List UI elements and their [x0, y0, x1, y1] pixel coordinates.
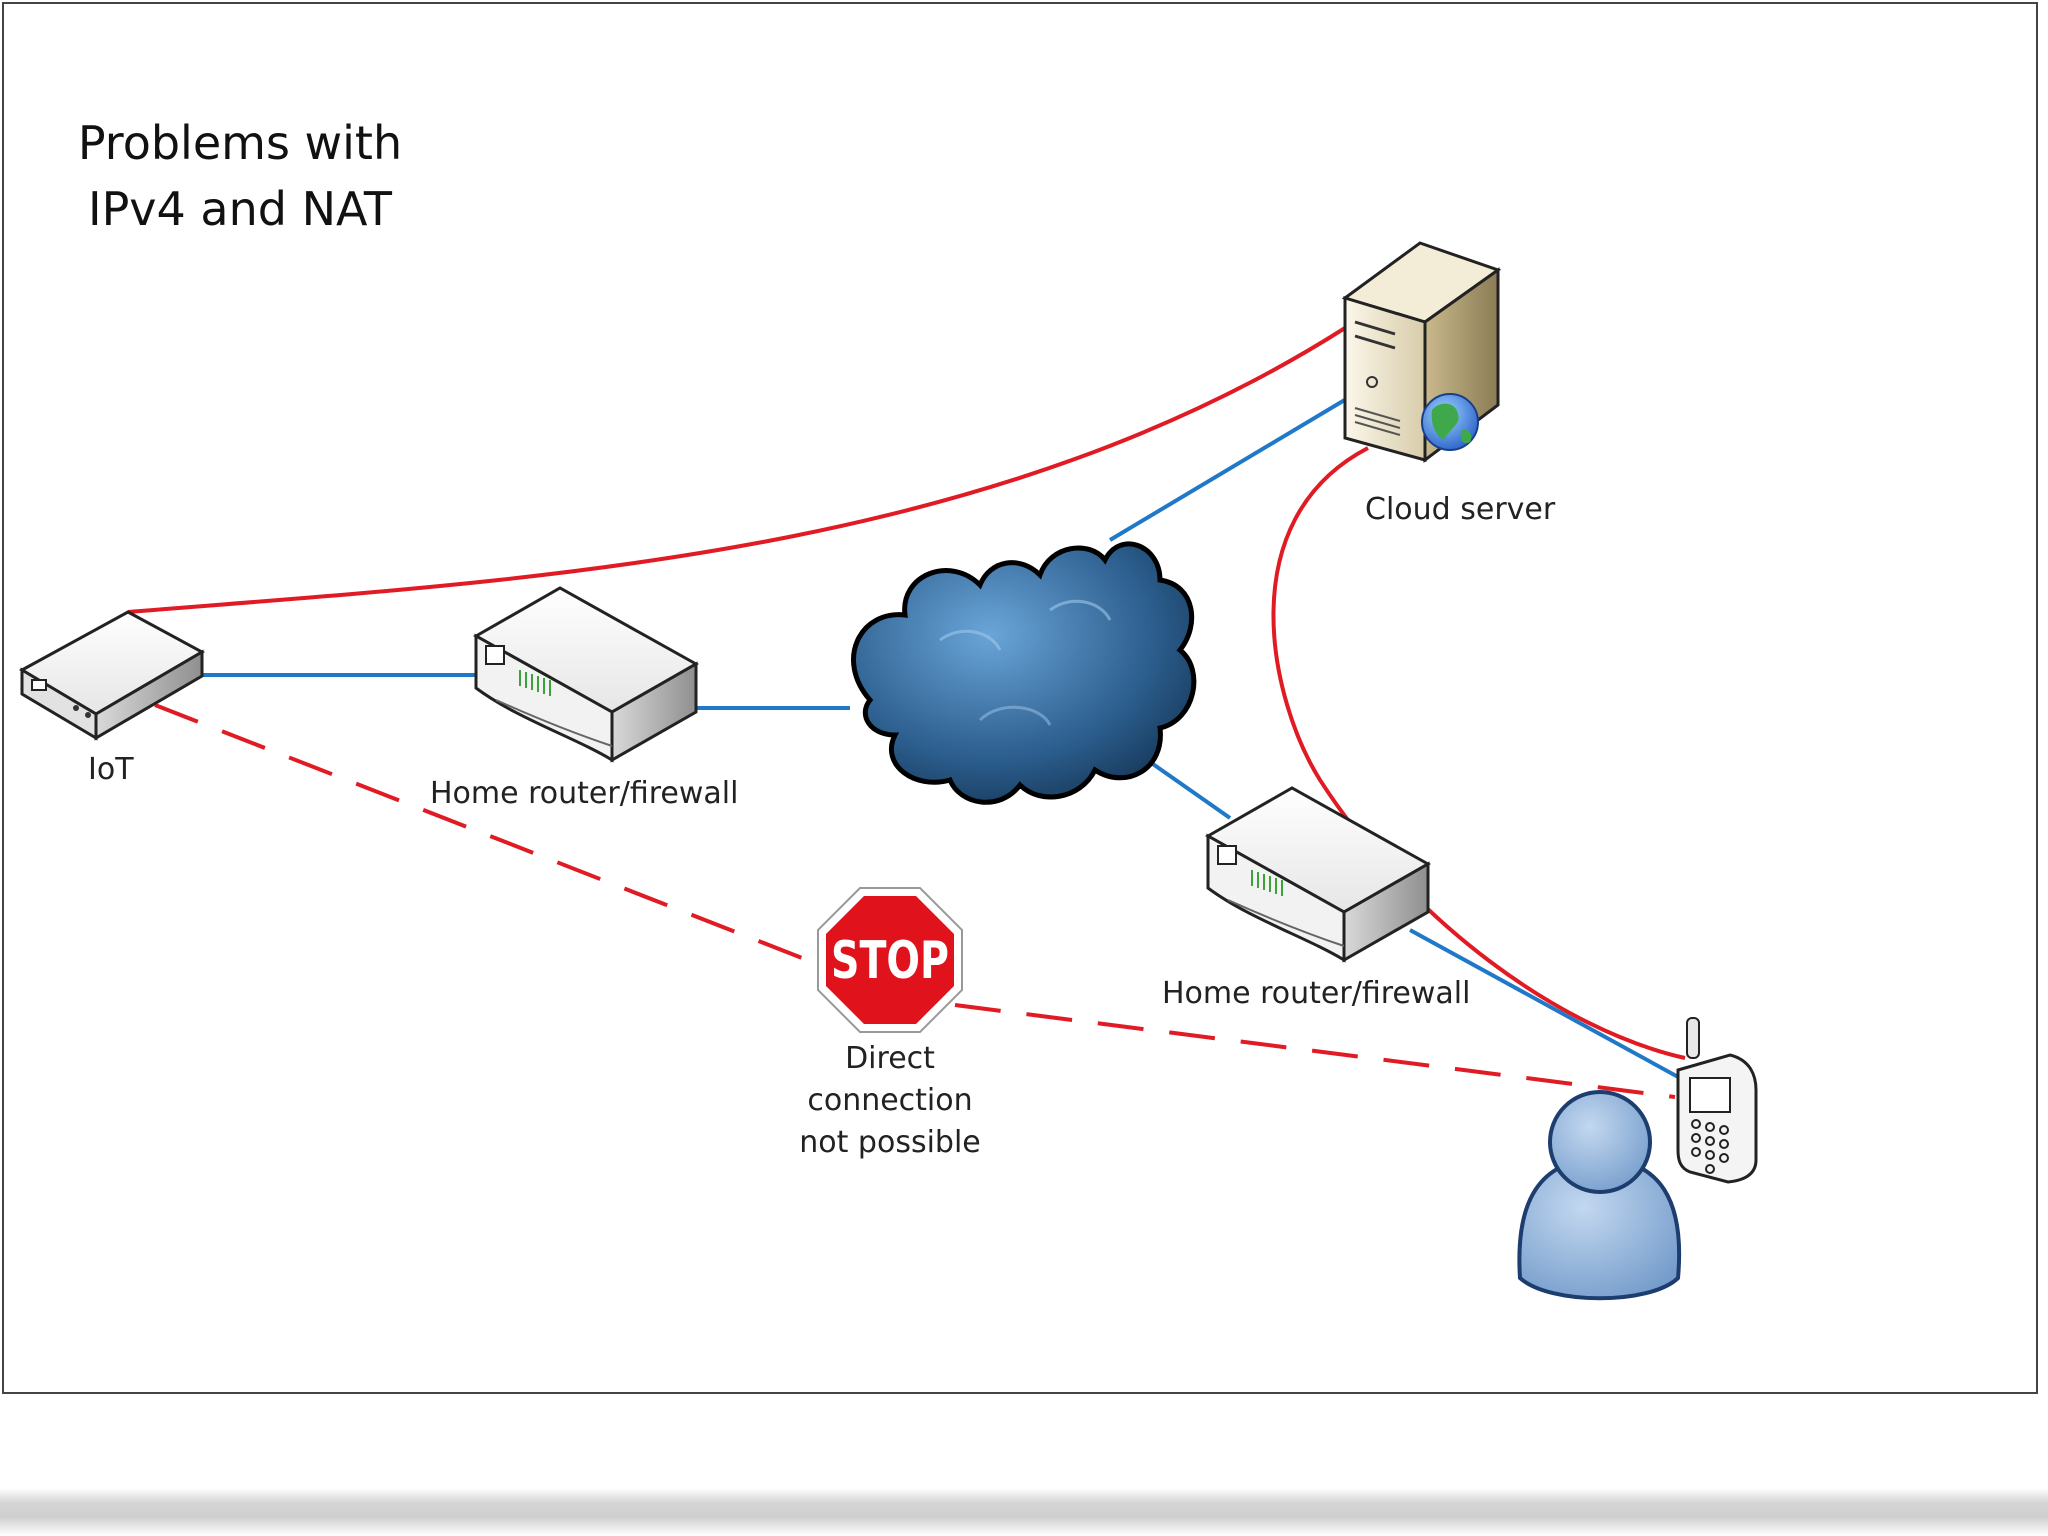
label-cloud-server: Cloud server [1365, 492, 1556, 527]
globe-icon [1421, 393, 1479, 451]
dashed-direct-link [154, 703, 1676, 1099]
red-link-server-phone [1271, 446, 1686, 1060]
router-icon-right [1204, 786, 1432, 963]
direct-line-1: Direct [845, 1041, 935, 1076]
title-line-1: Problems with [77, 116, 403, 170]
link-router2-phone [1409, 928, 1681, 1080]
title-line-2: IPv4 and NAT [88, 182, 392, 236]
label-router-right: Home router/firewall [1162, 976, 1471, 1011]
direct-line-3: not possible [799, 1125, 981, 1160]
link-cloud-server [1108, 396, 1350, 542]
mobile-phone-icon [1676, 1017, 1758, 1184]
internet-cloud-icon [851, 541, 1197, 805]
router-icon-left [472, 586, 700, 763]
label-direct-connection: Direct connection not possible [790, 1038, 990, 1164]
label-router-left: Home router/firewall [430, 776, 739, 811]
link-cloud-router2 [1138, 753, 1232, 820]
red-link-iot-server [127, 326, 1347, 614]
stop-sign-icon: STOP [817, 887, 963, 1033]
blue-links [200, 396, 1681, 1080]
label-iot: IoT [88, 752, 134, 787]
stop-sign-text: STOP [831, 931, 949, 991]
bottom-scroll-shadow [0, 1488, 2048, 1536]
iot-device-icon [18, 610, 206, 741]
diagram-title: Problems with IPv4 and NAT [60, 110, 420, 242]
red-links [127, 326, 1686, 1099]
user-icon [1517, 1090, 1682, 1301]
direct-line-2: connection [807, 1083, 973, 1118]
